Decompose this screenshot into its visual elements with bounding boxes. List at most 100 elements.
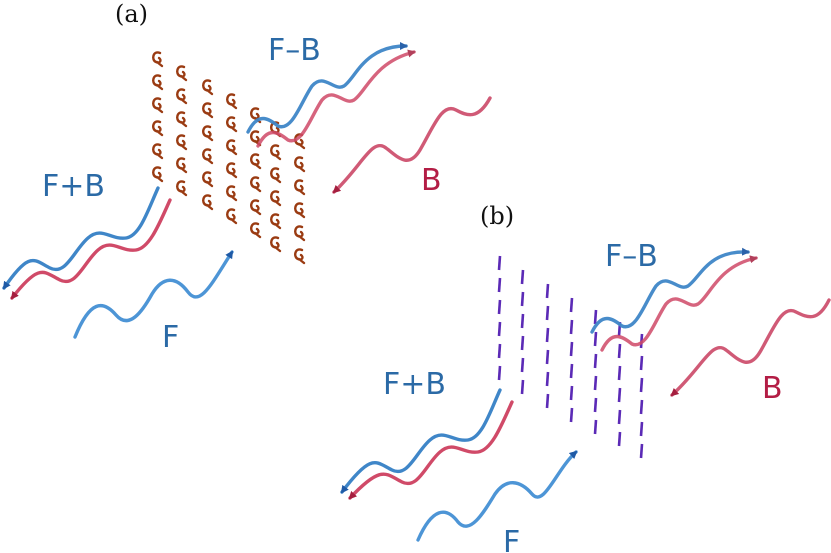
transmitted-forward-wave-b [590, 247, 750, 334]
forward-wave-b [416, 450, 578, 542]
metal-strip [617, 409, 622, 425]
split-ring-resonator [176, 157, 188, 174]
split-ring-resonator [202, 79, 214, 96]
metal-strip [593, 309, 598, 325]
transmitted-backward-wave-b [600, 255, 758, 352]
split-ring-resonator [176, 134, 188, 151]
transmitted-forward-wave [246, 42, 408, 134]
metal-strip [520, 269, 525, 285]
label-f-minus-b-a: F–B [268, 33, 321, 68]
split-ring-resonator [294, 179, 306, 196]
metal-strip [520, 335, 525, 351]
metal-strip [545, 393, 550, 409]
metal-strip [497, 365, 502, 381]
metal-strip [593, 419, 598, 435]
split-ring-resonator [226, 139, 238, 156]
metal-strip [545, 283, 550, 299]
metal-strip [520, 313, 525, 329]
panel-b: (b) F–B F+B B F [340, 202, 831, 553]
reflected-forward-wave-b [340, 388, 502, 494]
split-ring-resonator [270, 236, 282, 253]
split-ring-resonator [152, 166, 164, 183]
metal-strip [639, 355, 644, 371]
split-ring-resonator [202, 102, 214, 119]
metal-strip [497, 277, 502, 293]
reflected-forward-wave [2, 186, 160, 290]
split-ring-resonator [152, 97, 164, 114]
panel-b-label: (b) [480, 202, 514, 230]
metal-strip [520, 291, 525, 307]
split-ring-resonator [202, 194, 214, 211]
split-ring-resonator [152, 51, 164, 68]
split-ring-resonator [294, 156, 306, 173]
split-ring-resonator [250, 199, 262, 216]
split-ring-resonator [176, 111, 188, 128]
split-ring-resonator [294, 133, 306, 150]
split-ring-resonator [250, 222, 262, 239]
split-ring-resonator [226, 116, 238, 133]
forward-wave [73, 250, 234, 339]
split-ring-resonator [152, 143, 164, 160]
metal-strip [617, 365, 622, 381]
split-ring-resonator [270, 167, 282, 184]
metal-strip [569, 341, 574, 357]
split-ring-resonator [226, 93, 238, 110]
backward-wave [332, 96, 492, 194]
label-b-b: B [762, 371, 783, 406]
panel-a-label: (a) [115, 0, 148, 28]
transmitted-backward-wave [256, 49, 416, 148]
panel-a: (a) F–B F+B B F [2, 0, 492, 355]
reflected-backward-wave-b [348, 400, 514, 500]
metal-strip [497, 255, 502, 271]
metal-strip [639, 421, 644, 437]
metal-strip [569, 297, 574, 313]
split-ring-resonator [226, 162, 238, 179]
metal-strip [639, 377, 644, 393]
metal-strip [593, 353, 598, 369]
reflected-backward-wave [10, 198, 172, 300]
metal-strip [617, 387, 622, 403]
split-ring-resonator [270, 190, 282, 207]
metal-strip [520, 379, 525, 395]
metal-strip [569, 319, 574, 335]
split-ring-resonator [176, 65, 188, 82]
label-b-a: B [421, 163, 442, 198]
split-ring-resonator [202, 148, 214, 165]
split-ring-resonator [176, 88, 188, 105]
split-ring-resonator [250, 153, 262, 170]
split-ring-resonator [226, 208, 238, 225]
label-f-b: F [503, 525, 520, 553]
split-ring-resonator [152, 74, 164, 91]
metal-strip [639, 443, 644, 459]
metal-strip [593, 375, 598, 391]
label-f-a: F [162, 320, 179, 355]
split-ring-resonator-array [152, 51, 306, 265]
split-ring-resonator [250, 176, 262, 193]
split-ring-resonator [152, 120, 164, 137]
metal-strip [569, 407, 574, 423]
metal-strip [593, 397, 598, 413]
label-f-minus-b-a-text: F–B [268, 33, 321, 68]
split-ring-resonator [226, 185, 238, 202]
split-ring-resonator [270, 213, 282, 230]
metal-strip [545, 327, 550, 343]
metal-strip [545, 305, 550, 321]
metal-strip [593, 331, 598, 347]
metal-strip [569, 363, 574, 379]
metal-strip [617, 431, 622, 447]
split-ring-resonator [294, 248, 306, 265]
label-f-plus-b-a: F+B [42, 169, 105, 204]
backward-wave-b [670, 298, 831, 397]
metal-strip [545, 349, 550, 365]
metal-strip [617, 343, 622, 359]
metal-strip [639, 399, 644, 415]
metal-strip [569, 385, 574, 401]
split-ring-resonator [176, 180, 188, 197]
split-ring-resonator [202, 125, 214, 142]
metal-strip [520, 357, 525, 373]
label-f-minus-b-b: F–B [605, 239, 658, 274]
split-ring-resonator [294, 225, 306, 242]
metal-strip-array [497, 255, 644, 459]
metal-strip [497, 343, 502, 359]
